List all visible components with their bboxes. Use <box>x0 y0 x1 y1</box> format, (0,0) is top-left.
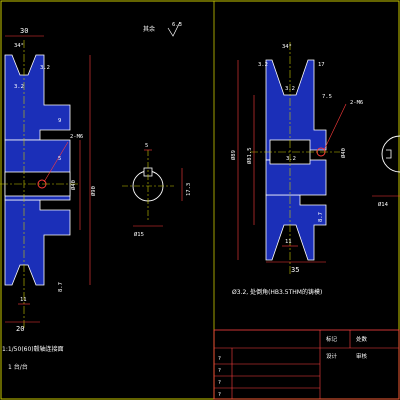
left-dim-base-width: 20 <box>16 325 24 333</box>
left-dim-thread: 2-M6 <box>70 134 83 140</box>
left-dim-hub-groove: 5 <box>58 156 61 162</box>
left-hatch-lower <box>4 199 71 286</box>
left-section-view: 30 34° 3.2 3.2 9 5 2-M6 Ø40 Ø90 8.7 11 2… <box>0 27 97 371</box>
tb-row2-b: 审核 <box>356 352 368 360</box>
right-dim-hub-step: 7.5 <box>322 94 332 100</box>
right-section-view: 34° 3.2 3.2 17 7.5 2-M6 Ø89 Ø81.5 3.2 Ø4… <box>230 42 363 296</box>
right-view-note: Ø3.2, 处倒角(HB3.5THM的铸模) <box>232 288 322 296</box>
right-dim-thread: 2-M6 <box>350 100 363 106</box>
right-key-dim-bore: Ø14 <box>378 201 389 208</box>
tb-row1-a: 标记 <box>326 335 338 343</box>
right-key-notch <box>386 149 392 159</box>
left-roughness-groove: 3.2 <box>14 84 24 90</box>
key-end-view: 5 17.3 Ø15 <box>122 143 192 238</box>
right-dim-groove-width: 3.2 <box>258 62 268 68</box>
left-hatch-upper <box>4 54 71 141</box>
key-dim-width: 5 <box>145 143 148 149</box>
roughness-symbol-icon <box>167 21 181 37</box>
right-dim-flange-step: 8.7 <box>318 212 324 222</box>
right-dim-pitch: Ø81.5 <box>246 147 253 164</box>
tb-left-row-4: ? <box>218 392 221 398</box>
tb-left-row-1: ? <box>218 356 221 362</box>
left-dim-groove-angle: 34° <box>14 43 24 49</box>
right-dim-bore: Ø40 <box>340 148 347 158</box>
right-leader-thread <box>323 103 347 151</box>
tb-left-row-2: ? <box>218 368 221 374</box>
right-hub <box>265 159 327 196</box>
left-dim-width-top: 30 <box>20 27 28 35</box>
left-leader-thread <box>43 141 69 183</box>
tb-row2-a: 设计 <box>326 352 338 360</box>
left-dim-flange-step: 8.7 <box>58 282 64 292</box>
top-roughness-value: 6.3 <box>172 22 182 28</box>
left-view-note: 1:1/50(60)毂轴连接面 <box>2 345 64 353</box>
title-block: 标记 处数 设计 审核 ? ? ? ? <box>213 329 400 400</box>
tb-row1-b: 处数 <box>356 335 368 343</box>
right-dim-total-width: 35 <box>291 266 299 274</box>
right-key-view: Ø14 <box>372 135 400 208</box>
left-dim-outer: Ø90 <box>90 186 97 196</box>
title-block-frame <box>213 329 400 400</box>
left-dim-groove-width: 3.2 <box>40 65 50 71</box>
right-dim-outer: Ø89 <box>230 150 237 160</box>
right-dim-groove-angle: 34° <box>282 44 292 50</box>
key-dim-depth: 17.3 <box>186 183 192 196</box>
right-key-bore-arc <box>381 135 400 173</box>
left-view-scale: 1 台/台 <box>8 363 28 371</box>
key-dim-bore: Ø15 <box>134 231 144 238</box>
right-dim-bottom-width: 11 <box>285 239 292 245</box>
right-dim-depth: 17 <box>318 62 325 68</box>
right-hatch-lower <box>265 194 327 261</box>
tb-left-row-3: ? <box>218 380 221 386</box>
right-roughness-hub: 3.2 <box>286 156 296 162</box>
left-dim-bottom-width: 11 <box>20 297 27 303</box>
right-roughness-groove: 3.2 <box>285 86 295 92</box>
left-dim-hub-width: 9 <box>58 118 61 124</box>
left-dim-bore: Ø40 <box>70 180 77 190</box>
top-roughness-note: 其余 <box>143 25 155 33</box>
